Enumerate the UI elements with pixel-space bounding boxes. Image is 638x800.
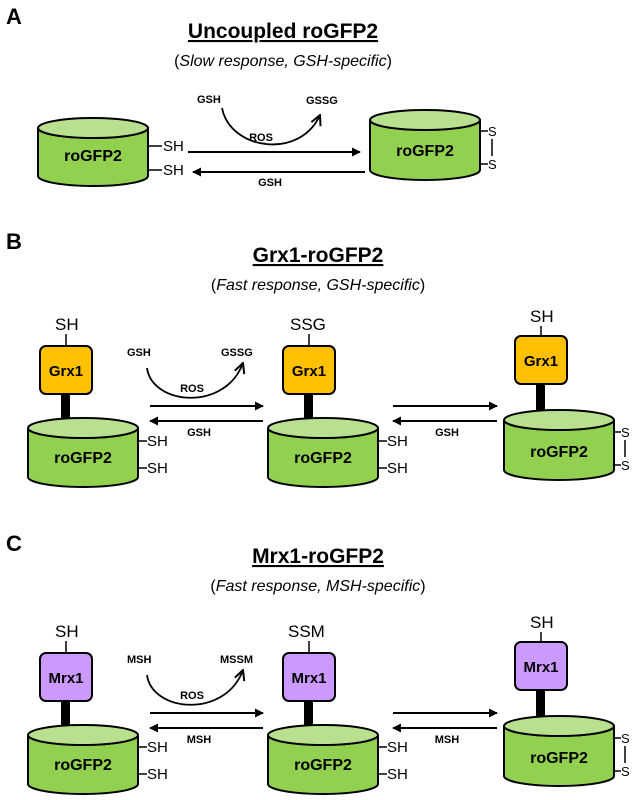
mrx1-label: Mrx1 <box>48 670 83 687</box>
roGFP2-label: roGFP2 <box>54 450 112 467</box>
roGFP2-label: roGFP2 <box>294 757 352 774</box>
reverse-gsh-label: GSH <box>258 177 282 189</box>
grx1-label: Grx1 <box>49 363 83 380</box>
linker <box>304 394 313 426</box>
panel-b-letter: B <box>6 229 22 254</box>
top-thiol-label: SH <box>530 307 554 326</box>
reverse-gsh-label: GSH <box>435 427 459 439</box>
thiol-sh-label: SH <box>387 766 408 783</box>
linker <box>536 690 545 724</box>
sulfur-label: S <box>621 425 630 440</box>
thiol-sh-label: SH <box>387 460 408 477</box>
gsh-label: GSH <box>127 347 151 359</box>
mrx1-rogfp2-oxidized: SH Mrx1 roGFP2 S S <box>503 613 630 787</box>
roGFP2-label: roGFP2 <box>530 444 588 461</box>
top-thiol-label: SH <box>530 613 554 632</box>
thiol-sh-label: SH <box>147 433 168 450</box>
grx1-rogfp2-oxidized: SH Grx1 roGFP2 S S <box>503 307 630 481</box>
linker <box>536 384 545 418</box>
grx1-label: Grx1 <box>524 353 558 370</box>
panel-c-letter: C <box>6 531 22 556</box>
thiol-sh-label: SH <box>163 138 184 155</box>
mssm-label: MSSM <box>220 654 253 666</box>
top-thiol-label: SSM <box>288 622 325 641</box>
gssg-label: GSSG <box>306 95 338 107</box>
thiol-sh-label: SH <box>147 460 168 477</box>
panel-a-title: Uncoupled roGFP2 <box>188 20 378 43</box>
gsh-label: GSH <box>197 94 221 106</box>
sulfur-label: S <box>488 124 497 139</box>
top-thiol-label: SH <box>55 315 79 334</box>
oxidation-curved-arrow <box>146 670 243 706</box>
panel-a: A Uncoupled roGFP2 (Slow response, GSH-s… <box>6 4 497 189</box>
thiol-sh-label: SH <box>387 433 408 450</box>
mrx1-rogfp2-reduced: SH Mrx1 roGFP2 SH SH <box>27 622 168 795</box>
panel-c-title: Mrx1-roGFP2 <box>252 545 384 568</box>
roGFP2-label: roGFP2 <box>54 757 112 774</box>
panel-c-subtitle: (Fast response, MSH-specific) <box>210 578 425 595</box>
roGFP2-cylinder-oxidized: roGFP2 <box>369 109 481 181</box>
reverse-msh-label: MSH <box>435 734 460 746</box>
roGFP2-label: roGFP2 <box>396 143 454 160</box>
linker <box>61 394 70 426</box>
panel-a-subtitle: (Slow response, GSH-specific) <box>174 53 392 70</box>
roGFP2-cylinder-reduced: roGFP2 <box>37 117 149 187</box>
panel-b-subtitle: (Fast response, GSH-specific) <box>211 277 425 294</box>
oxidation-curved-arrow <box>221 107 320 146</box>
roGFP2-label: roGFP2 <box>294 450 352 467</box>
top-thiol-label: SH <box>55 622 79 641</box>
reverse-msh-label: MSH <box>187 734 212 746</box>
roGFP2-label: roGFP2 <box>64 148 122 165</box>
thiol-sh-label: SH <box>163 162 184 179</box>
thiol-sh-label: SH <box>147 766 168 783</box>
msh-label: MSH <box>127 654 152 666</box>
mrx1-rogfp2-mycothiolated: SSM Mrx1 roGFP2 SH SH <box>267 622 408 795</box>
thiol-sh-label: SH <box>147 739 168 756</box>
sulfur-label: S <box>621 731 630 746</box>
sulfur-label: S <box>621 764 630 779</box>
panel-c: C Mrx1-roGFP2 (Fast response, MSH-specif… <box>6 531 630 795</box>
grx1-label: Grx1 <box>292 363 326 380</box>
thiol-sh-label: SH <box>387 739 408 756</box>
gssg-label: GSSG <box>221 347 253 359</box>
ros-label: ROS <box>249 132 273 144</box>
top-thiol-label: SSG <box>290 315 326 334</box>
roGFP2-label: roGFP2 <box>530 750 588 767</box>
grx1-rogfp2-reduced: SH Grx1 roGFP2 SH SH <box>27 315 168 488</box>
oxidation-curved-arrow <box>146 363 243 399</box>
panel-b: B Grx1-roGFP2 (Fast response, GSH-specif… <box>6 229 630 488</box>
grx1-rogfp2-glutathionylated: SSG Grx1 roGFP2 SH SH <box>267 315 408 488</box>
panel-b-title: Grx1-roGFP2 <box>253 244 384 267</box>
sulfur-label: S <box>488 157 497 172</box>
reverse-gsh-label: GSH <box>187 427 211 439</box>
sulfur-label: S <box>621 458 630 473</box>
mrx1-label: Mrx1 <box>523 659 558 676</box>
ros-label: ROS <box>180 690 204 702</box>
mrx1-label: Mrx1 <box>291 670 326 687</box>
panel-a-letter: A <box>6 4 22 29</box>
linker <box>61 701 70 733</box>
ros-label: ROS <box>180 383 204 395</box>
linker <box>304 701 313 733</box>
